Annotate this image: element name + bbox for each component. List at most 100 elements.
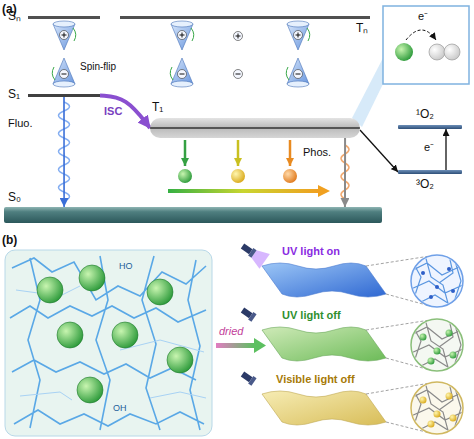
state-label: ¹O₂ xyxy=(416,108,434,120)
process-label: dried xyxy=(219,326,243,337)
hydrogel-network xyxy=(147,279,173,305)
electron-label: e⁻ xyxy=(418,11,428,22)
magnified-view xyxy=(428,358,435,365)
panel-label: (b) xyxy=(2,234,17,246)
inset-box xyxy=(383,6,469,84)
magnified-view xyxy=(411,319,463,371)
flashlight-icon xyxy=(248,312,256,322)
phosphorescence-arrow xyxy=(344,138,346,207)
inset-box xyxy=(429,44,445,60)
magnified-view xyxy=(411,255,463,307)
magnified-view xyxy=(421,271,425,275)
magnified-view xyxy=(411,382,463,434)
magnified-view xyxy=(411,319,463,371)
inset-box xyxy=(383,6,469,84)
color-shift-arrow xyxy=(168,185,330,197)
process-arrow xyxy=(216,338,266,353)
magnified-view xyxy=(411,382,463,434)
condition-label: UV light on xyxy=(282,246,340,257)
energy-level: Sₙ xyxy=(28,16,100,19)
edge-label: e⁻ xyxy=(424,142,434,153)
flashlight-icon xyxy=(248,376,256,386)
panel-label: (a) xyxy=(2,3,17,15)
spin-cone xyxy=(170,58,193,87)
group-label: OH xyxy=(112,404,128,413)
spin-cone xyxy=(287,21,310,50)
process-label: Spin-flip xyxy=(80,62,116,72)
magnified-view xyxy=(420,397,427,404)
emitter-ball xyxy=(178,169,192,183)
flashlight-icon xyxy=(240,306,257,321)
excitation-arrow xyxy=(445,129,446,170)
spin-cone xyxy=(52,58,75,87)
spin-cone xyxy=(234,32,243,41)
magnified-view xyxy=(411,255,463,307)
process-arrow xyxy=(254,338,266,353)
oxygen-level: ³O₂ xyxy=(398,170,462,174)
spin-cone xyxy=(286,58,309,87)
energy-level: Tₙ xyxy=(120,16,370,19)
condition-label: UV light off xyxy=(282,310,341,321)
flashlight-icon xyxy=(240,370,257,385)
magnified-view xyxy=(411,319,463,371)
ground-state-slab: S₀ xyxy=(4,207,382,223)
magnified-view xyxy=(451,289,455,293)
emitter-ball xyxy=(178,169,297,183)
spin-cone xyxy=(53,21,76,50)
color-shift-arrow xyxy=(168,189,318,193)
oxygen-level: ¹O₂ xyxy=(398,125,462,129)
hydrogel-network xyxy=(5,250,212,436)
magnified-view xyxy=(446,330,453,337)
emission-arrow xyxy=(289,140,292,166)
film-sheet xyxy=(262,263,386,425)
emitter-ball xyxy=(283,169,297,183)
hydrogel-network xyxy=(16,286,206,400)
magnified-view xyxy=(411,382,463,434)
hydrogel-network xyxy=(79,265,105,291)
hydrogel-network xyxy=(112,322,138,348)
magnified-view xyxy=(435,285,439,289)
magnified-view xyxy=(434,348,441,355)
hydrogel-network xyxy=(167,347,193,373)
magnified-view xyxy=(434,411,441,418)
transfer-arrow xyxy=(360,130,398,172)
magnified-view xyxy=(450,352,457,359)
emission-arrow xyxy=(184,140,187,166)
hydrogel-network xyxy=(5,250,212,436)
magnified-view xyxy=(411,255,463,434)
edge-label: ISC xyxy=(104,106,122,117)
emitter-ball xyxy=(231,169,245,183)
magnified-view xyxy=(450,415,457,422)
hydrogel-network xyxy=(10,256,206,430)
emission-arrow xyxy=(237,140,240,166)
spin-cone xyxy=(171,21,194,50)
inset-box xyxy=(406,30,436,40)
flashlight-icon xyxy=(248,248,256,258)
magnified-view xyxy=(411,255,463,307)
fluorescence-arrow xyxy=(63,97,65,207)
state-label: S₀ xyxy=(8,191,21,203)
state-label: S₁ xyxy=(8,88,20,100)
emission-arrow xyxy=(185,140,290,166)
edge-label: Phos. xyxy=(303,147,331,158)
flashlight-icon xyxy=(237,239,269,269)
inset-box xyxy=(444,44,460,60)
hydrogel-network xyxy=(77,377,103,403)
magnified-view xyxy=(428,421,435,428)
state-label: Tₙ xyxy=(356,22,368,34)
group-label: HO xyxy=(118,262,134,271)
magnified-view xyxy=(447,267,451,271)
color-shift-arrow xyxy=(318,185,330,197)
process-arrow xyxy=(216,343,254,348)
zoom-beam xyxy=(352,58,383,127)
spin-cone xyxy=(234,70,243,79)
film-sheet xyxy=(262,263,386,297)
magnified-view xyxy=(429,295,433,299)
hydrogel-network xyxy=(57,322,83,348)
isc-arrow xyxy=(100,96,150,129)
flashlight-icon xyxy=(237,239,269,386)
magnified-view xyxy=(420,334,427,341)
triplet-band: T₁ xyxy=(150,118,360,138)
